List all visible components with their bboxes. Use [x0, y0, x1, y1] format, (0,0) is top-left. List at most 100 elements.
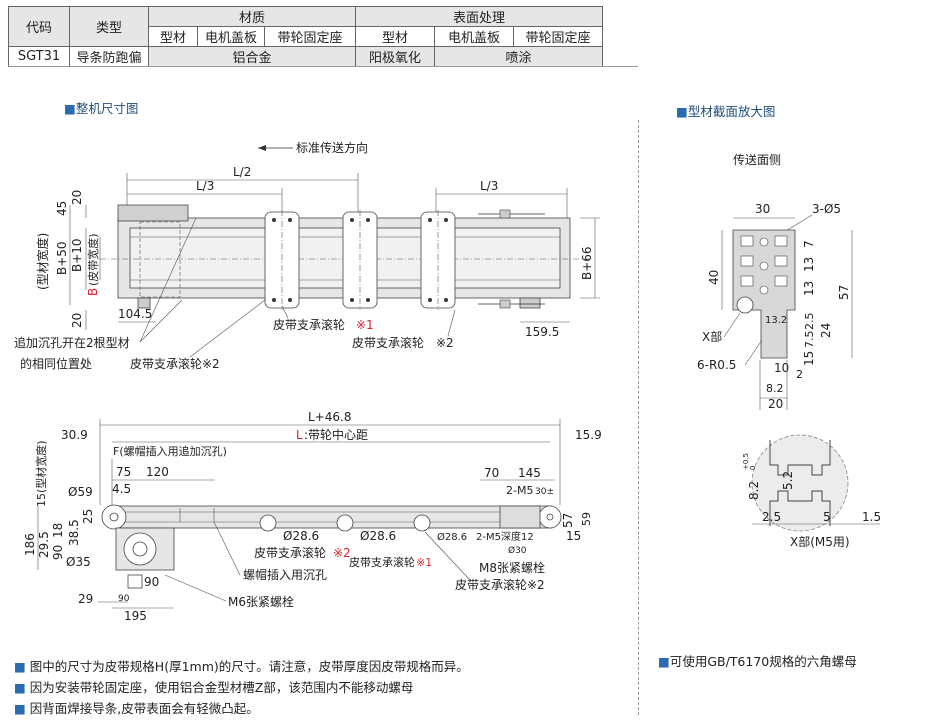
svg-text:195: 195: [124, 609, 147, 623]
svg-text:(皮带宽度): (皮带宽度): [86, 233, 100, 286]
divider: [638, 120, 639, 715]
svg-text:Ø59: Ø59: [68, 485, 93, 499]
svg-text:13.2: 13.2: [765, 315, 787, 326]
detail-x: 8.2 +0.5 0 5.2 2.5 5 1.5 X部(M5用): [742, 434, 881, 549]
svg-text:Ø28.6: Ø28.6: [360, 529, 396, 543]
sub-profile: 型材: [148, 26, 198, 47]
svg-text:螺帽插入用沉孔: 螺帽插入用沉孔: [243, 567, 327, 582]
svg-text:2-M5: 2-M5: [506, 484, 533, 497]
dim-B-red: B: [86, 288, 100, 296]
svg-text:M6张紧螺栓: M6张紧螺栓: [228, 594, 294, 609]
surface-other: 喷涂: [434, 46, 603, 67]
svg-text:3-Ø5: 3-Ø5: [812, 202, 841, 216]
svg-text::带轮中心距: :带轮中心距: [304, 427, 368, 442]
svg-text:20: 20: [70, 313, 84, 328]
sub-profile-2: 型材: [355, 26, 435, 47]
svg-text:70: 70: [484, 466, 499, 480]
side-frame: [111, 505, 553, 529]
svg-text:186: 186: [23, 533, 37, 556]
svg-text:90: 90: [51, 545, 65, 560]
svg-text:X部(M5用): X部(M5用): [790, 534, 850, 549]
svg-text:57: 57: [561, 513, 575, 528]
roller3-label: 皮带支承滚轮: [352, 335, 424, 350]
svg-text:15: 15: [35, 493, 48, 507]
section-profile: ■型材截面放大图: [676, 104, 776, 119]
svg-text:※2: ※2: [333, 546, 351, 560]
svg-text:1.5: 1.5: [862, 510, 881, 524]
svg-text:15: 15: [566, 529, 581, 543]
svg-text:+0.5: +0.5: [742, 453, 750, 470]
svg-text:145: 145: [518, 466, 541, 480]
svg-text:29.5: 29.5: [37, 531, 51, 558]
svg-text:18: 18: [51, 523, 65, 538]
svg-text:20: 20: [768, 397, 783, 411]
svg-text:F(螺帽插入用追加沉孔): F(螺帽插入用追加沉孔): [113, 444, 227, 458]
spec-table: 代码 类型 材质 表面处理 型材 电机盖板 带轮固定座 型材 电机盖板 带轮固定…: [8, 6, 603, 67]
svg-text:B+10: B+10: [70, 238, 84, 272]
sub-motor-cover: 电机盖板: [197, 26, 265, 47]
roller1-label: 皮带支承滚轮: [273, 317, 345, 332]
svg-text:※1: ※1: [356, 318, 374, 332]
svg-text:Ø28.6: Ø28.6: [283, 529, 319, 543]
section-overall: ■整机尺寸图: [64, 101, 139, 116]
svg-text:Ø28.6: Ø28.6: [437, 531, 467, 543]
svg-text:※2: ※2: [436, 336, 454, 350]
svg-text:皮带支承滚轮※2: 皮带支承滚轮※2: [455, 577, 545, 592]
svg-text:90: 90: [118, 594, 130, 604]
sub-pulley-seat-2: 带轮固定座: [513, 26, 603, 47]
svg-text:75: 75: [116, 465, 131, 479]
table-rule: [8, 66, 638, 67]
svg-text:(型材宽度): (型材宽度): [35, 233, 50, 290]
svg-text:B+66: B+66: [580, 246, 594, 280]
note-right: ■可使用GB/T6170规格的六角螺母: [658, 654, 857, 669]
svg-text:传送面侧: 传送面侧: [733, 152, 781, 167]
svg-text:8.2: 8.2: [766, 382, 784, 395]
svg-text:※1: ※1: [416, 556, 432, 569]
svg-text:38.5: 38.5: [67, 519, 81, 546]
svg-text:120: 120: [146, 465, 169, 479]
svg-text:L/3: L/3: [480, 179, 498, 193]
svg-text:8.2: 8.2: [747, 481, 761, 500]
profile-section: 传送面侧 30 3-Ø5 40 57 7 13 13 13.2 2.5 7.5 …: [697, 152, 853, 411]
header-code: 代码: [8, 6, 70, 47]
svg-text:L: L: [296, 428, 303, 442]
svg-text:30.9: 30.9: [61, 428, 88, 442]
svg-text:30: 30: [755, 202, 770, 216]
svg-text:29: 29: [78, 592, 93, 606]
svg-text:B+50: B+50: [55, 241, 69, 275]
svg-text:6-R0.5: 6-R0.5: [697, 358, 736, 372]
svg-text:2.5: 2.5: [803, 313, 816, 331]
header-surface: 表面处理: [355, 6, 603, 27]
note-3: ■ 因背面焊接导条,皮带表面会有轻微凸起。: [14, 701, 259, 716]
hole-note-2: 的相同位置处: [20, 356, 92, 371]
svg-text:20: 20: [70, 190, 84, 205]
svg-text:2-M5深度12: 2-M5深度12: [476, 530, 534, 543]
svg-text:L/2: L/2: [233, 165, 251, 179]
roller2-label: 皮带支承滚轮※2: [130, 356, 220, 371]
svg-text:X部: X部: [702, 329, 722, 344]
hole-note-1: 追加沉孔开在2根型材: [14, 335, 130, 350]
svg-text:40: 40: [707, 270, 721, 285]
header-material: 材质: [148, 6, 356, 27]
svg-text:25: 25: [81, 509, 95, 524]
svg-text:L/3: L/3: [196, 179, 214, 193]
svg-text:90: 90: [144, 575, 159, 589]
svg-text:L+46.8: L+46.8: [308, 410, 351, 424]
svg-text:Ø35: Ø35: [66, 555, 91, 569]
svg-text:2: 2: [796, 368, 803, 381]
svg-text:5: 5: [823, 510, 831, 524]
note-2: ■ 因为安装带轮固定座，使用铝合金型材槽Z部，该范围内不能移动螺母: [14, 680, 414, 695]
svg-text:皮带支承滚轮: 皮带支承滚轮: [349, 555, 415, 569]
svg-text:59: 59: [580, 512, 593, 526]
svg-text:24: 24: [819, 323, 833, 338]
svg-text:2.5: 2.5: [762, 510, 781, 524]
svg-text:0: 0: [749, 466, 757, 470]
side-view: L+46.8 L :带轮中心距 30.9 15.9 F(螺帽插入用追加沉孔) 7…: [23, 410, 602, 623]
sub-motor-cover-2: 电机盖板: [434, 26, 514, 47]
svg-text:10: 10: [774, 361, 789, 375]
svg-text:7: 7: [802, 240, 816, 248]
svg-text:57: 57: [837, 285, 851, 300]
svg-text:159.5: 159.5: [525, 325, 559, 339]
svg-text:15: 15: [802, 351, 816, 366]
